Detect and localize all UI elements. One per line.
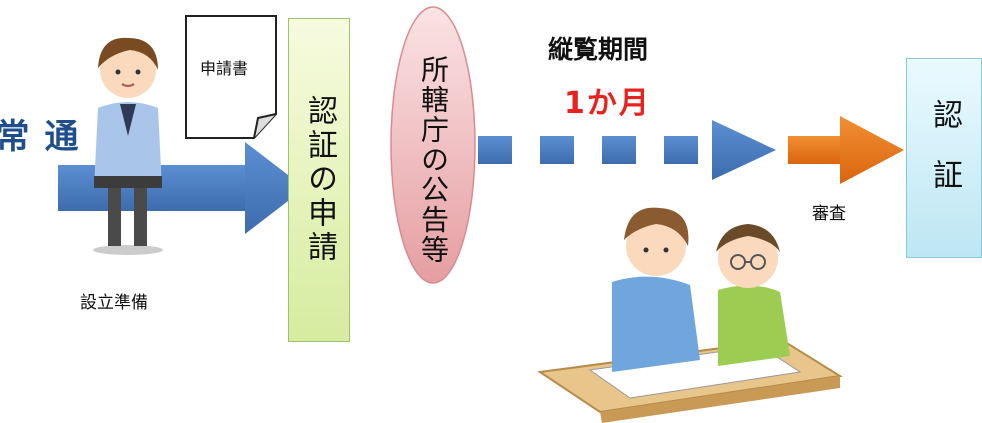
inspection-period-duration: 1か月	[564, 86, 651, 121]
inspection-dashed-arrow	[478, 120, 776, 180]
review-label: 審査	[812, 204, 846, 224]
reviewers-illustration	[537, 207, 843, 423]
route-label: 通常	[0, 118, 78, 182]
certification-label: 認証	[927, 99, 962, 219]
application-label: 認証の申請	[302, 95, 337, 265]
review-arrow	[788, 116, 904, 184]
application-box	[288, 18, 350, 342]
document-label: 申請書	[200, 59, 249, 78]
figure-caption: 設立準備	[80, 293, 148, 313]
inspection-period-title: 縦覧期間	[548, 35, 649, 64]
notice-label: 所轄庁の公告等	[417, 55, 450, 265]
notice-oval	[390, 6, 476, 284]
certification-box	[906, 58, 982, 258]
application-document-icon	[185, 15, 277, 139]
applicant-figure	[93, 37, 163, 255]
